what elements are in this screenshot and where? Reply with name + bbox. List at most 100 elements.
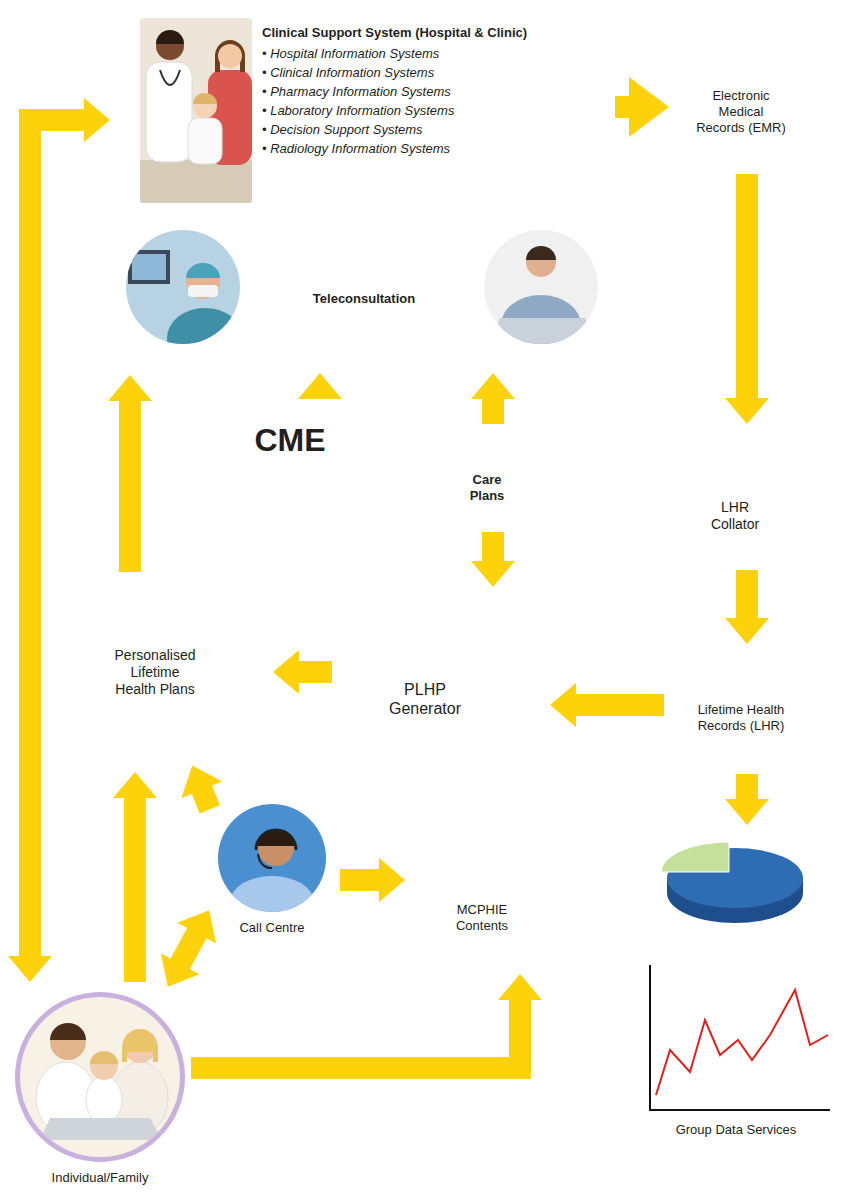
- arrow-shaft: [177, 927, 200, 969]
- individual-family: Individual/Family: [15, 992, 185, 1192]
- family-ring: [15, 992, 185, 1162]
- monitor: [128, 250, 170, 284]
- arrow-shaft: [293, 661, 333, 683]
- text-area: Care Plans: [457, 458, 517, 518]
- book-pages: [268, 495, 388, 558]
- arrow-shaft: [124, 792, 146, 983]
- node-label: MCPHIE Contents: [442, 902, 522, 934]
- flow-arrow: [471, 373, 515, 424]
- arrow-head: [725, 398, 769, 424]
- flow-arrow: [113, 772, 157, 982]
- arrow-head: [629, 77, 669, 137]
- call-photo: [215, 800, 330, 928]
- pie-side: [667, 878, 803, 923]
- flow-arrow: [161, 910, 216, 986]
- node-label: Call Centre: [239, 920, 304, 936]
- headset: [256, 830, 296, 850]
- node-outline: [212, 802, 332, 937]
- text-area: Electronic Medical Records (EMR): [696, 71, 786, 153]
- node-label: LHR Collator: [700, 499, 770, 533]
- node-label: Electronic Medical Records (EMR): [696, 88, 786, 136]
- doctor-photo: [120, 225, 246, 368]
- flow-arrow: [340, 858, 405, 902]
- text-area: Group Data Services: [636, 1117, 836, 1143]
- folder-front: [413, 860, 551, 964]
- arrow-shaft: [200, 784, 210, 810]
- panel-ground: [118, 10, 612, 365]
- child-head: [193, 94, 217, 118]
- node-label: Lifetime Health Records (LHR): [682, 702, 800, 734]
- flow-arrow: [298, 373, 342, 399]
- collator-box: LHR Collator: [676, 438, 818, 562]
- arrow-shaft: [191, 994, 520, 1069]
- arrow-head: [550, 683, 576, 727]
- doctor-ring: [123, 227, 243, 347]
- folder-front: [672, 53, 810, 160]
- arrow-head: [108, 375, 152, 401]
- patient-ground: [480, 225, 606, 349]
- arrow-head: [177, 910, 216, 943]
- box-side: [794, 438, 818, 562]
- arrow-shaft: [736, 174, 758, 405]
- system-panel: Clinical Support System (Hospital & Clin…: [118, 10, 612, 365]
- list-item: • Decision Support Systems: [262, 120, 423, 139]
- arrow-shaft: [482, 393, 504, 425]
- child-hair: [90, 1051, 118, 1064]
- photo-table: [140, 160, 252, 203]
- doctor-body: [167, 308, 243, 368]
- record-folder: Electronic Medical Records (EMR): [672, 45, 822, 160]
- arrow-shaft: [482, 532, 504, 568]
- call-centre: Call Centre: [212, 802, 332, 937]
- arrow-head: [113, 772, 157, 798]
- patient-photo: [480, 225, 606, 355]
- node-label: Care Plans: [457, 472, 517, 504]
- text-area: Personalised Lifetime Health Plans: [112, 630, 198, 714]
- call-ground: [215, 800, 330, 915]
- laptop: [490, 318, 595, 345]
- arrow-shaft: [736, 570, 758, 625]
- mom-hair: [122, 1029, 158, 1062]
- box-front: [340, 635, 510, 763]
- arrow-shaft: [736, 774, 758, 806]
- patient-ring: [481, 227, 601, 347]
- arrow-shaft: [570, 694, 665, 716]
- child-hair: [193, 93, 217, 104]
- box-top: [676, 438, 818, 468]
- book-stack: CME: [188, 400, 388, 570]
- folder-middle: [444, 436, 542, 520]
- doctor-cap: [186, 263, 220, 278]
- arrow-head: [181, 766, 222, 798]
- node-outline: [15, 992, 185, 1192]
- node-label: Personalised Lifetime Health Plans: [112, 647, 198, 698]
- flow-arrow: [725, 774, 769, 825]
- arrow-head: [298, 373, 342, 399]
- generator-box: PLHP Generator: [340, 595, 542, 763]
- plan-folder: Care Plans: [438, 432, 548, 524]
- text-area: MCPHIE Contents: [442, 878, 522, 958]
- record-folder: Lifetime Health Records (LHR): [672, 652, 822, 764]
- list-item: • Hospital Information Systems: [262, 44, 439, 63]
- arrow-head: [725, 799, 769, 825]
- agent-hair: [258, 829, 294, 846]
- teleconsultation-arrow: Teleconsultation: [242, 282, 486, 316]
- flow-arrow: [615, 77, 669, 137]
- doctor-head: [156, 32, 184, 60]
- mother-body: [208, 70, 252, 165]
- text-area: LHR Collator: [700, 478, 770, 554]
- flow-arrow: [181, 766, 222, 810]
- arrow-shaft: [340, 869, 386, 891]
- doctor-coat: [146, 62, 192, 162]
- agent-head: [258, 830, 294, 866]
- book-spine: [188, 495, 268, 558]
- flow-arrow: [725, 174, 769, 424]
- doctor-ground: [120, 225, 246, 349]
- text-area: Individual/Family: [15, 1168, 185, 1188]
- book-cover: [188, 455, 388, 535]
- box-front: [676, 468, 794, 562]
- child-body: [188, 118, 222, 164]
- family-ground: [18, 995, 183, 1160]
- folder-front: [438, 440, 536, 524]
- text-area: PLHP Generator: [375, 647, 475, 751]
- arrow-head: [84, 98, 110, 142]
- patient-body: [501, 295, 581, 355]
